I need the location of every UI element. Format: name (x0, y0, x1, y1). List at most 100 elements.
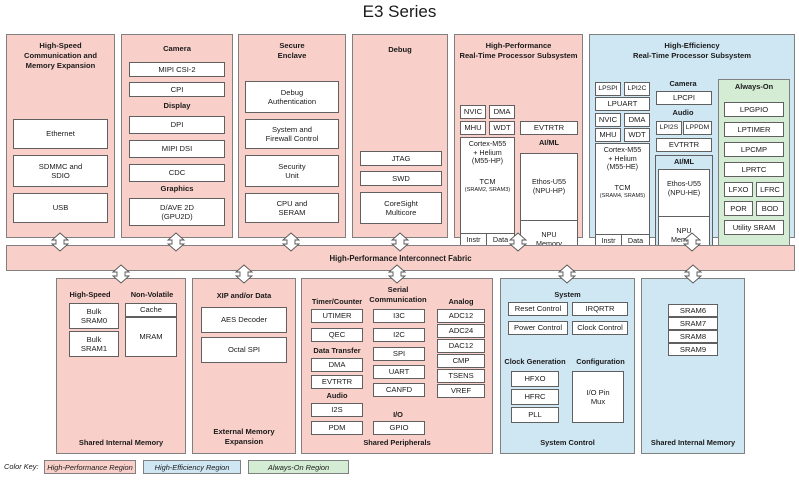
he-nvic-box: NVIC (595, 113, 621, 127)
shared-peripherals-block: Timer/Counter UTIMER QEC Data Transfer D… (301, 278, 493, 454)
swd-box: SWD (360, 171, 442, 186)
system-control-footer: System Control (540, 438, 595, 447)
external-memory-block: XIP and/or Data AES Decoder Octal SPI Ex… (192, 278, 296, 454)
camera-display-block: Camera MIPI CSI-2 CPI Display DPI MIPI D… (121, 34, 233, 238)
dac12-box: DAC12 (437, 339, 485, 353)
he-wdt-box: WDT (624, 128, 650, 142)
he-lpcpi-box: LPCPI (656, 91, 712, 105)
he-rt-subsystem: High-Efficiency Real-Time Processor Subs… (589, 34, 795, 261)
lpgpio-box: LPGPIO (724, 102, 784, 117)
secure-enclave-title: Secure Enclave (277, 41, 307, 60)
he-rt-title: High-Efficiency Real-Time Processor Subs… (632, 41, 752, 60)
bod-box: BOD (756, 201, 784, 216)
i2s-box: I2S (311, 403, 363, 417)
nv-mem-title: Non-Volatile (130, 290, 174, 299)
pll-box: PLL (511, 407, 559, 423)
clock-control-box: Clock Control (572, 321, 628, 335)
he-cpu-label: Cortex-M55 + Helium (M55-HE) (603, 145, 642, 172)
secure-enclave-block: Secure Enclave Debug Authentication Syst… (238, 34, 346, 238)
graphics-title: Graphics (160, 184, 194, 193)
hp-npu-label: Ethos-U55 (NPU-HP) (532, 177, 566, 195)
display-title: Display (163, 101, 191, 110)
shared-memory-left: High-Speed Non-Volatile Bulk SRAM0 Bulk … (56, 278, 186, 454)
hs-comm-block: High-Speed Communication and Memory Expa… (6, 34, 115, 238)
camera-title: Camera (163, 44, 191, 53)
arrow-secure (282, 232, 300, 252)
utility-sram-box: Utility SRAM (724, 220, 784, 235)
i2c-box: I2C (373, 328, 425, 342)
page-title: E3 Series (362, 2, 437, 21)
arrow-external-mem (235, 264, 253, 284)
sram6-box: SRAM6 (668, 304, 718, 317)
sram7-box: SRAM7 (668, 317, 718, 330)
lprtc-box: LPRTC (724, 162, 784, 177)
hp-npu-memory: NPU Memory (521, 220, 577, 256)
shared-peripherals-footer: Shared Peripherals (363, 438, 431, 447)
hp-mhu-box: MHU (460, 121, 486, 135)
he-camera-title: Camera (669, 79, 697, 88)
cdc-box: CDC (129, 164, 225, 182)
periph-evtrtr-box: EVTRTR (311, 375, 363, 389)
octal-spi-box: Octal SPI (201, 337, 287, 363)
arrow-he-rt (683, 232, 701, 252)
hs-comm-title: High-Speed Communication and Memory Expa… (24, 41, 97, 70)
serial-title: Serial Communication (369, 285, 427, 304)
he-audio-title: Audio (672, 108, 694, 117)
adc24-box: ADC24 (437, 324, 485, 338)
he-npu-memory: NPU Memory (659, 216, 709, 256)
sdmmc-box: SDMMC and SDIO (13, 155, 108, 187)
system-title: System (554, 290, 581, 299)
arrow-hs-comm (51, 232, 69, 252)
firewall-box: System and Firewall Control (245, 119, 339, 149)
por-box: POR (724, 201, 753, 216)
lfrc-box: LFRC (756, 182, 784, 197)
arrow-debug (391, 232, 409, 252)
hp-nvic-box: NVIC (460, 105, 486, 119)
he-npu-cluster: Ethos-U55 (NPU-HE) NPU Memory (658, 169, 710, 257)
lfxo-box: LFXO (724, 182, 753, 197)
he-aiml-cluster: AI/ML Ethos-U55 (NPU-HE) NPU Memory (655, 155, 713, 259)
cache-box: Cache (125, 303, 177, 317)
pin-mux-box: I/O Pin Mux (572, 371, 624, 423)
canfd-box: CANFD (373, 383, 425, 397)
he-lppdm-box: LPPDM (683, 121, 712, 135)
legend-high-efficiency: High-Efficiency Region (143, 460, 241, 474)
bulk-sram1-box: Bulk SRAM1 (69, 331, 119, 357)
lpcmp-box: LPCMP (724, 142, 784, 157)
irqrtr-box: IRQRTR (572, 302, 628, 316)
arrow-camera (167, 232, 185, 252)
cpu-seram-box: CPU and SERAM (245, 193, 339, 223)
gpio-box: GPIO (373, 421, 425, 435)
coresight-box: CoreSight Multicore (360, 192, 442, 224)
arrow-shared-mem-right (684, 264, 702, 284)
gpu2d-box: D/AVE 2D (GPU2D) (129, 198, 225, 226)
mipi-csi2-box: MIPI CSI-2 (129, 62, 225, 77)
legend-always-on: Always-On Region (248, 460, 349, 474)
hp-evtrtr-box: EVTRTR (520, 121, 578, 135)
clock-gen-title: Clock Generation (504, 357, 566, 366)
xip-footer: External Memory Expansion (213, 427, 275, 446)
data-transfer-title: Data Transfer (313, 346, 361, 355)
he-npu-label: Ethos-U55 (NPU-HE) (667, 179, 701, 197)
he-mhu-box: MHU (595, 128, 621, 142)
hp-npu-cluster: Ethos-U55 (NPU-HP) NPU Memory (520, 153, 578, 257)
reset-control-box: Reset Control (508, 302, 568, 316)
periph-audio-title: Audio (326, 391, 348, 400)
he-lpspi-box: LPSPI (595, 82, 621, 96)
arrow-system-control (558, 264, 576, 284)
xip-title: XIP and/or Data (216, 291, 272, 300)
uart-box: UART (373, 365, 425, 379)
arrow-shared-mem-left (112, 264, 130, 284)
hp-tcm-label: TCM(SRAM2, SRAM3) (464, 177, 511, 193)
hp-wdt-box: WDT (489, 121, 515, 135)
debug-block: Debug JTAG SWD CoreSight Multicore (352, 34, 448, 238)
lptimer-box: LPTIMER (724, 122, 784, 137)
analog-title: Analog (448, 297, 474, 306)
he-dma-box: DMA (624, 113, 650, 127)
qec-box: QEC (311, 328, 363, 342)
legend-title: Color Key: (4, 462, 39, 471)
pdm-box: PDM (311, 421, 363, 435)
he-tcm-label: TCM(SRAM4, SRAM5) (599, 183, 646, 199)
legend-high-performance: High-Performance Region (44, 460, 136, 474)
system-control-block: System Reset Control IRQRTR Power Contro… (500, 278, 635, 454)
